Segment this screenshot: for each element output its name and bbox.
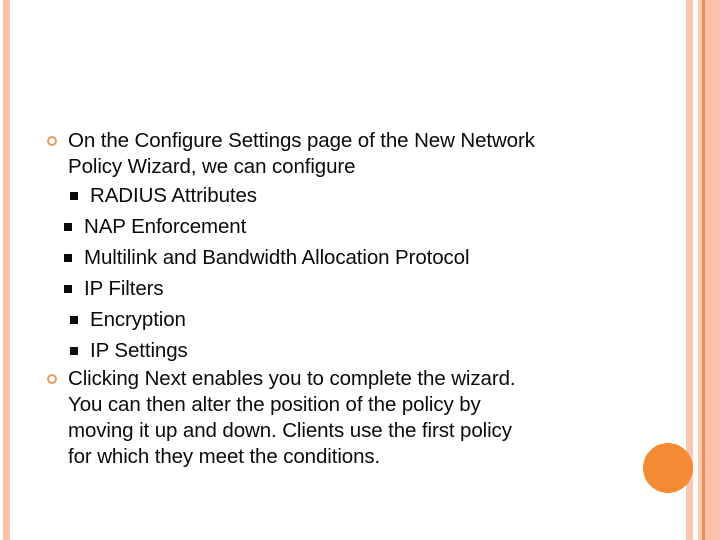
- sub-bullet-ip-filters: IP Filters: [46, 273, 636, 304]
- right-accent-stripe-4: [702, 0, 705, 540]
- bullet-level1: On the Configure Settings page of the Ne…: [46, 128, 636, 180]
- bullet-line: for which they meet the conditions.: [68, 445, 381, 468]
- left-accent-stripe: [3, 0, 10, 540]
- sub-bullet-label: Multilink and Bandwidth Allocation Proto…: [84, 246, 470, 269]
- square-bullet-icon: [70, 347, 78, 355]
- right-accent-stripe-5: [705, 0, 713, 540]
- sub-bullet-label: RADIUS Attributes: [90, 184, 257, 207]
- right-accent-stripe-3: [698, 0, 702, 540]
- sub-bullet-ip-settings: IP Settings: [46, 335, 636, 366]
- sub-bullet-label: NAP Enforcement: [84, 215, 247, 238]
- bullet-line: Policy Wizard, we can configure: [68, 155, 356, 178]
- ring-bullet-icon: [47, 136, 57, 146]
- sub-bullet-multilink-bandwidth: Multilink and Bandwidth Allocation Proto…: [46, 242, 636, 273]
- square-bullet-icon: [70, 192, 78, 200]
- sub-bullet-radius-attributes: RADIUS Attributes: [46, 180, 636, 211]
- sub-bullet-encryption: Encryption: [46, 304, 636, 335]
- sub-bullet-label: IP Settings: [90, 339, 188, 362]
- square-bullet-icon: [64, 285, 72, 293]
- sub-bullet-nap-enforcement: NAP Enforcement: [46, 211, 636, 242]
- ring-bullet-icon: [47, 374, 57, 384]
- bullet-level1: Clicking Next enables you to complete th…: [46, 366, 636, 470]
- sub-bullet-list: RADIUS Attributes NAP Enforcement Multil…: [46, 180, 636, 366]
- orange-circle-decoration: [643, 443, 693, 493]
- square-bullet-icon: [64, 223, 72, 231]
- square-bullet-icon: [64, 254, 72, 262]
- sub-bullet-label: Encryption: [90, 308, 186, 331]
- right-accent-stripe-6: [713, 0, 720, 540]
- slide-body: On the Configure Settings page of the Ne…: [46, 128, 636, 470]
- right-accent-stripe-1: [686, 0, 693, 540]
- bullet-line: You can then alter the position of the p…: [68, 393, 481, 416]
- bullet-line: moving it up and down. Clients use the f…: [68, 419, 512, 442]
- sub-bullet-label: IP Filters: [84, 277, 164, 300]
- bullet-line: On the Configure Settings page of the Ne…: [68, 129, 535, 152]
- bullet-line: Clicking Next enables you to complete th…: [68, 367, 516, 390]
- square-bullet-icon: [70, 316, 78, 324]
- right-accent-stripe-2: [693, 0, 698, 540]
